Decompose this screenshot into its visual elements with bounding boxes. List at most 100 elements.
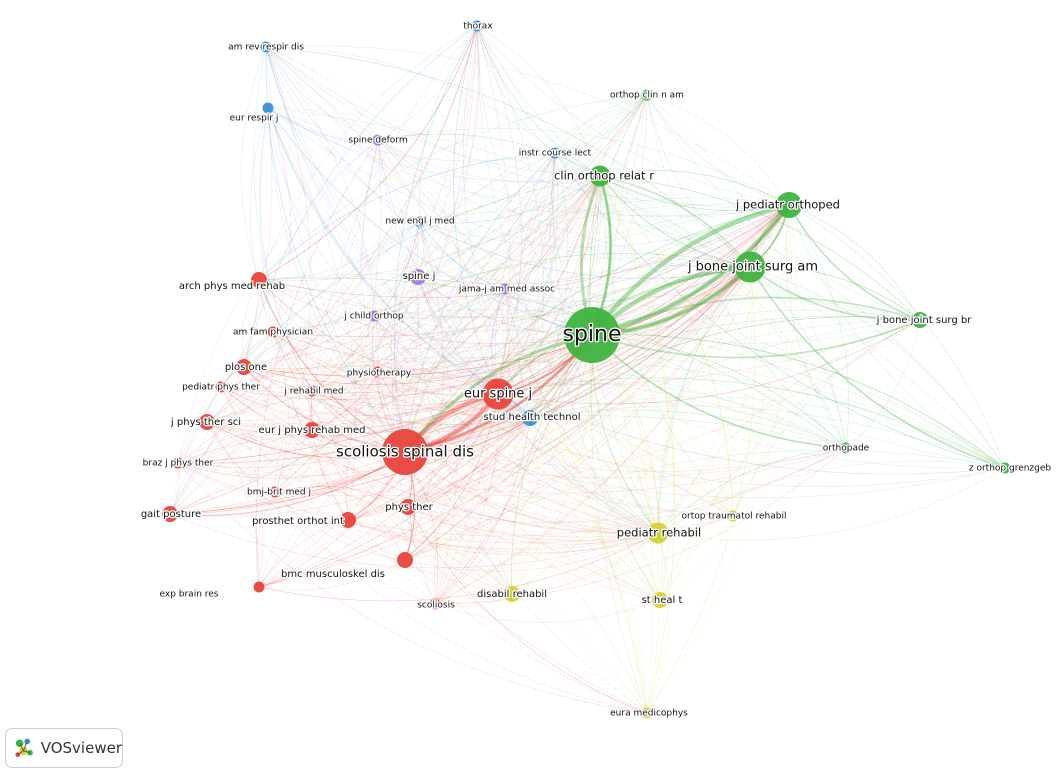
node-thorax[interactable] (471, 20, 483, 32)
node-label-amrev[interactable]: am rev respir dis (227, 41, 306, 54)
node-label-jchild[interactable]: j child orthop (342, 310, 405, 323)
link (476, 25, 593, 336)
node-scolio2[interactable] (429, 598, 441, 610)
link (265, 46, 593, 336)
node-label-scoliosis[interactable]: scoliosis spinal dis (335, 441, 476, 462)
node-spine[interactable] (564, 307, 620, 363)
node-plos[interactable] (236, 359, 252, 375)
node-stud[interactable] (522, 410, 538, 426)
node-jrehab[interactable] (306, 385, 318, 397)
node-bmj[interactable] (269, 486, 281, 498)
node-label-stud[interactable]: stud health technol (482, 411, 582, 425)
node-label-plos[interactable]: plos one (224, 361, 269, 375)
node-disabil[interactable] (504, 586, 520, 602)
link (404, 450, 1006, 561)
node-label-bmc[interactable]: bmc musculoskel dis (280, 568, 386, 582)
node-clinorthop[interactable] (589, 165, 611, 187)
node-jpediatr[interactable] (776, 192, 802, 218)
node-label-gait[interactable]: gait posture (140, 508, 203, 522)
link (591, 334, 663, 601)
node-label-nejm[interactable]: new engl j med (384, 215, 456, 228)
link (554, 152, 790, 209)
node-eurresp[interactable] (262, 102, 274, 114)
node-prosthet[interactable] (340, 512, 356, 528)
node-orthopade[interactable] (840, 442, 852, 454)
node-pediatrrehab[interactable] (647, 522, 669, 544)
node-scoliosis[interactable] (382, 429, 428, 475)
node-label-eurjphys[interactable]: eur j phys rehab med (257, 424, 367, 438)
node-label-instr[interactable]: instr course lect (517, 147, 593, 160)
node-nejm[interactable] (414, 216, 426, 228)
node-amfam[interactable] (267, 326, 279, 338)
node-label-scolio2[interactable]: scoliosis (416, 599, 456, 612)
node-label-jbjsbr[interactable]: j bone joint surg br (874, 314, 973, 328)
node-eurspine[interactable] (482, 378, 514, 410)
node-label-orthopade[interactable]: orthopade (821, 442, 870, 455)
node-label-zorthop[interactable]: z orthop grenzgeb (968, 462, 1053, 475)
node-phys[interactable] (400, 499, 416, 515)
node-eurjphys[interactable] (304, 422, 320, 438)
node-stheal[interactable] (652, 592, 668, 608)
node-label-jpediatr[interactable]: j pediatr orthoped (734, 196, 842, 213)
node-label-orthopclin[interactable]: orthop clin n am (609, 89, 685, 102)
node-label-bmj[interactable]: bmj-brit med j (246, 486, 313, 499)
node-amrev[interactable] (260, 41, 272, 53)
node-physio[interactable] (372, 366, 384, 378)
node-label-eurspine[interactable]: eur spine j (463, 385, 534, 403)
node-gait[interactable] (162, 506, 178, 522)
link (476, 25, 544, 419)
node-label-amfam[interactable]: am fam physician (232, 326, 315, 339)
link (529, 152, 569, 419)
node-jbjsam[interactable] (734, 251, 766, 283)
node-label-clinorthop[interactable]: clin orthop relat r (553, 167, 656, 184)
node-label-phys[interactable]: phys ther (384, 501, 435, 515)
node-label-jphys[interactable]: j phys ther sci (169, 416, 243, 430)
node-label-spinej[interactable]: spine j (401, 270, 436, 284)
node-label-prosthet[interactable]: prosthet orthot int (251, 515, 346, 529)
node-jama[interactable] (499, 283, 511, 295)
node-braz[interactable] (172, 457, 184, 469)
link (256, 139, 379, 588)
node-instr[interactable] (549, 147, 561, 159)
link (404, 315, 921, 453)
node-pediatrphys[interactable] (215, 381, 227, 393)
node-label-spinedeform[interactable]: spine deform (347, 134, 409, 147)
node-label-disabil[interactable]: disabil rehabil (476, 588, 549, 602)
node-spinedeform[interactable] (372, 134, 384, 146)
node-label-expbrain[interactable]: exp brain res (158, 588, 220, 601)
node-label-physio[interactable]: physiotherapy (345, 367, 413, 380)
node-bmc[interactable] (397, 552, 413, 568)
node-label-jbjsam[interactable]: j bone joint surg am (686, 258, 820, 276)
link (434, 447, 847, 605)
node-eura[interactable] (641, 707, 653, 719)
node-label-stheal[interactable]: st heal t (640, 594, 683, 608)
node-ortop[interactable] (727, 510, 739, 522)
node-expbrain[interactable] (253, 581, 265, 593)
node-archphys[interactable] (251, 272, 267, 288)
link (311, 429, 648, 714)
node-jchild[interactable] (368, 310, 380, 322)
link (377, 371, 531, 419)
link (169, 415, 847, 515)
node-spinej[interactable] (410, 269, 426, 285)
link (258, 25, 478, 281)
node-zorthop[interactable] (999, 462, 1011, 474)
node-label-spine[interactable]: spine (561, 321, 623, 349)
node-label-eurresp[interactable]: eur respir j (228, 112, 279, 125)
node-label-pediatrphys[interactable]: pediatr phys ther (181, 381, 262, 394)
node-orthopclin[interactable] (641, 89, 653, 101)
node-label-braz[interactable]: braz j phys ther (141, 457, 215, 470)
node-label-pediatrrehab[interactable]: pediatr rehabil (616, 524, 703, 541)
node-jbjsbr[interactable] (912, 312, 928, 328)
node-jphys[interactable] (199, 414, 215, 430)
node-label-archphys[interactable]: arch phys med rehab (178, 280, 287, 294)
node-label-jama[interactable]: jama-j am med assoc (457, 283, 557, 296)
node-label-thorax[interactable]: thorax (462, 20, 495, 33)
link (529, 175, 602, 419)
node-label-jrehab[interactable]: j rehabil med (282, 385, 345, 398)
node-label-ortop[interactable]: ortop traumatol rehabil (680, 510, 788, 523)
node-label-eura[interactable]: eura medicophys (609, 707, 690, 720)
vosviewer-badge[interactable]: VOSviewer (5, 728, 123, 768)
